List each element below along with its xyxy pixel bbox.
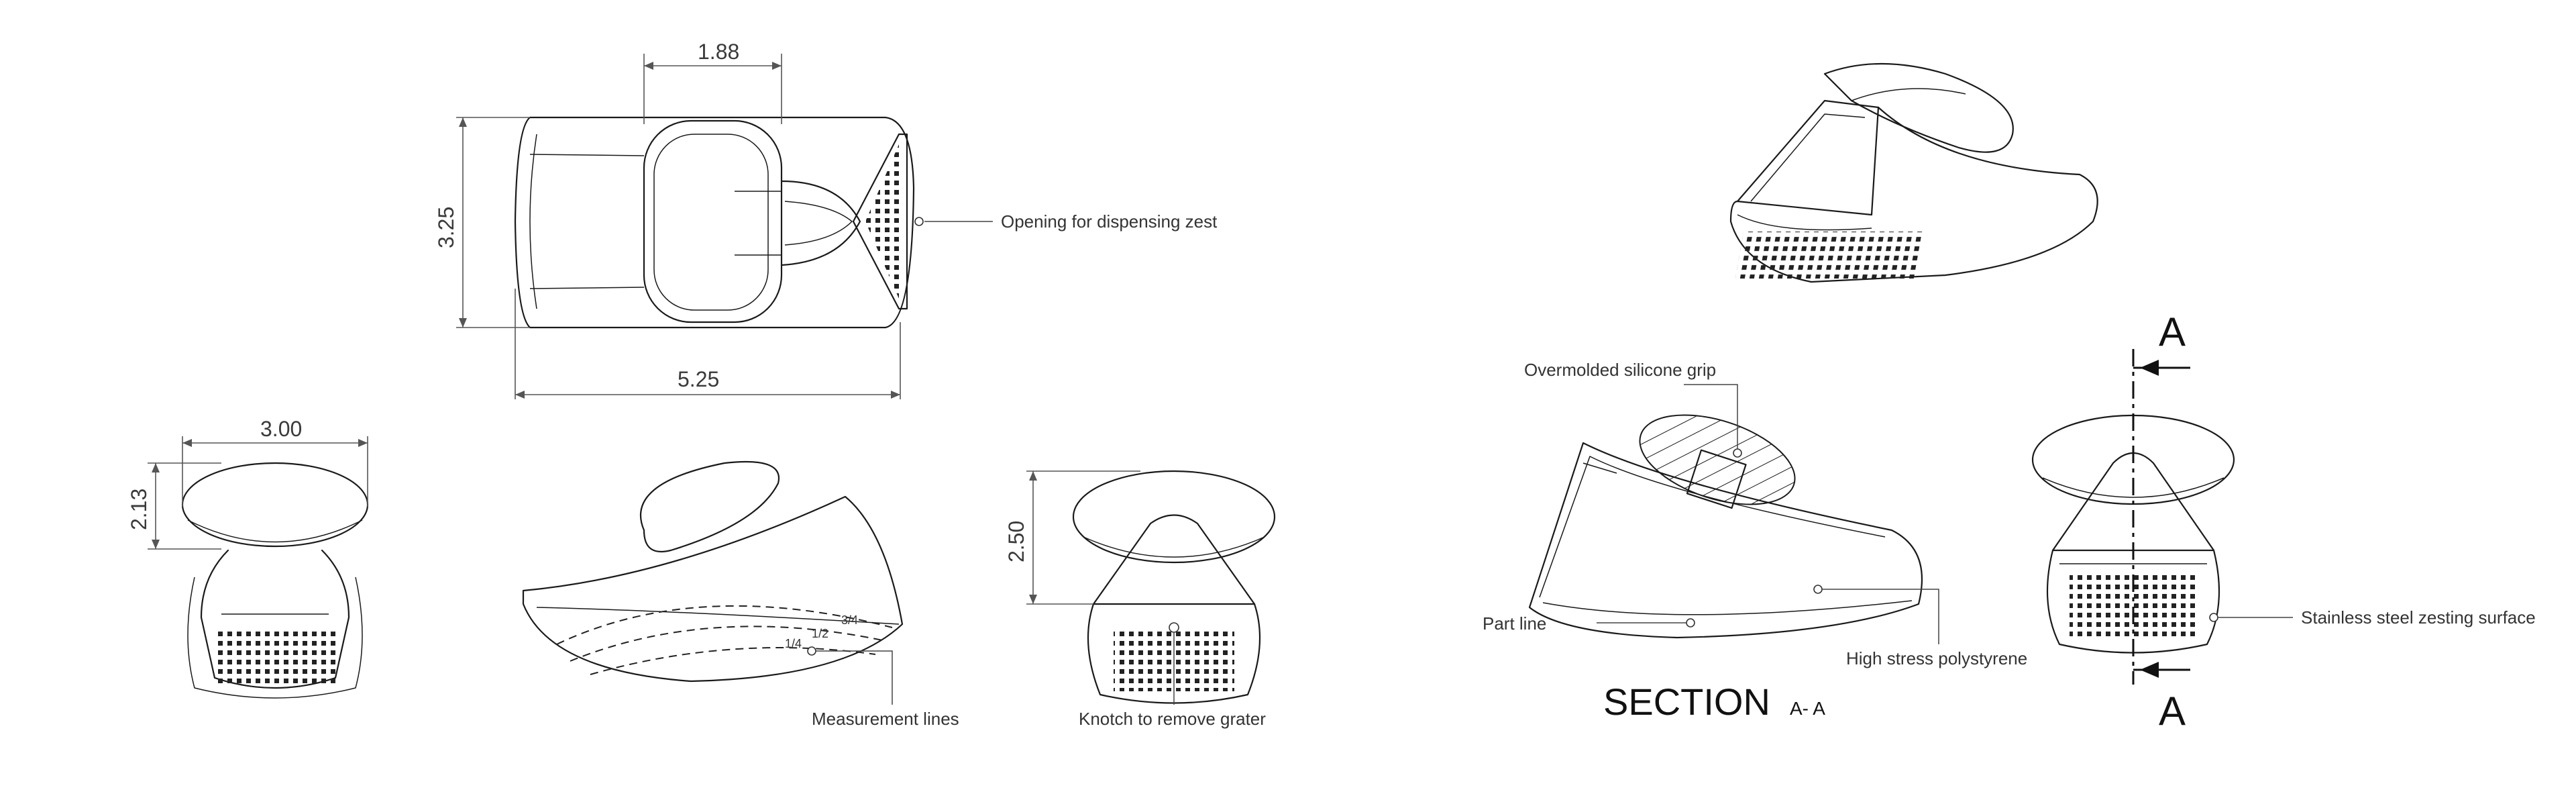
mark-quarter: 1/4	[785, 637, 802, 650]
label-grip: Overmolded silicone grip	[1524, 360, 1716, 380]
end-view: 3.00 2.13	[127, 417, 369, 699]
dim-top-length: 5.25	[678, 367, 719, 391]
isometric-view	[1729, 62, 2098, 283]
side-view: 3/4 1/2 1/4 Measurement lines	[522, 460, 959, 729]
section-view: Overmolded silicone grip Part line High …	[1483, 360, 2027, 723]
section-id: A- A	[1790, 698, 1825, 719]
front-view: Knotch to remove grater 2.50	[1004, 470, 1276, 729]
mark-three-quarter: 3/4	[841, 613, 858, 627]
mark-half: 1/2	[812, 627, 828, 640]
section-title: SECTION	[1603, 681, 1770, 723]
label-zesting: Stainless steel zesting surface	[2301, 607, 2536, 628]
section-cut-view: Stainless steel zesting surface A A	[2031, 309, 2536, 734]
top-view: Opening for dispensing zest 1.88 3.25 5.…	[434, 40, 1218, 399]
label-part-line: Part line	[1483, 613, 1546, 634]
dim-top-height: 3.25	[434, 207, 458, 248]
dim-end-width: 3.00	[260, 417, 302, 441]
dim-end-height: 2.13	[127, 489, 151, 530]
label-measurement: Measurement lines	[812, 709, 959, 729]
section-arrow-top: A	[2159, 309, 2186, 354]
dim-front-height: 2.50	[1004, 521, 1028, 562]
label-opening: Opening for dispensing zest	[1001, 211, 1218, 232]
section-arrow-bottom: A	[2159, 689, 2186, 734]
label-polystyrene: High stress polystyrene	[1846, 648, 2027, 668]
dim-top-width: 1.88	[698, 40, 739, 64]
label-knotch: Knotch to remove grater	[1079, 709, 1266, 729]
